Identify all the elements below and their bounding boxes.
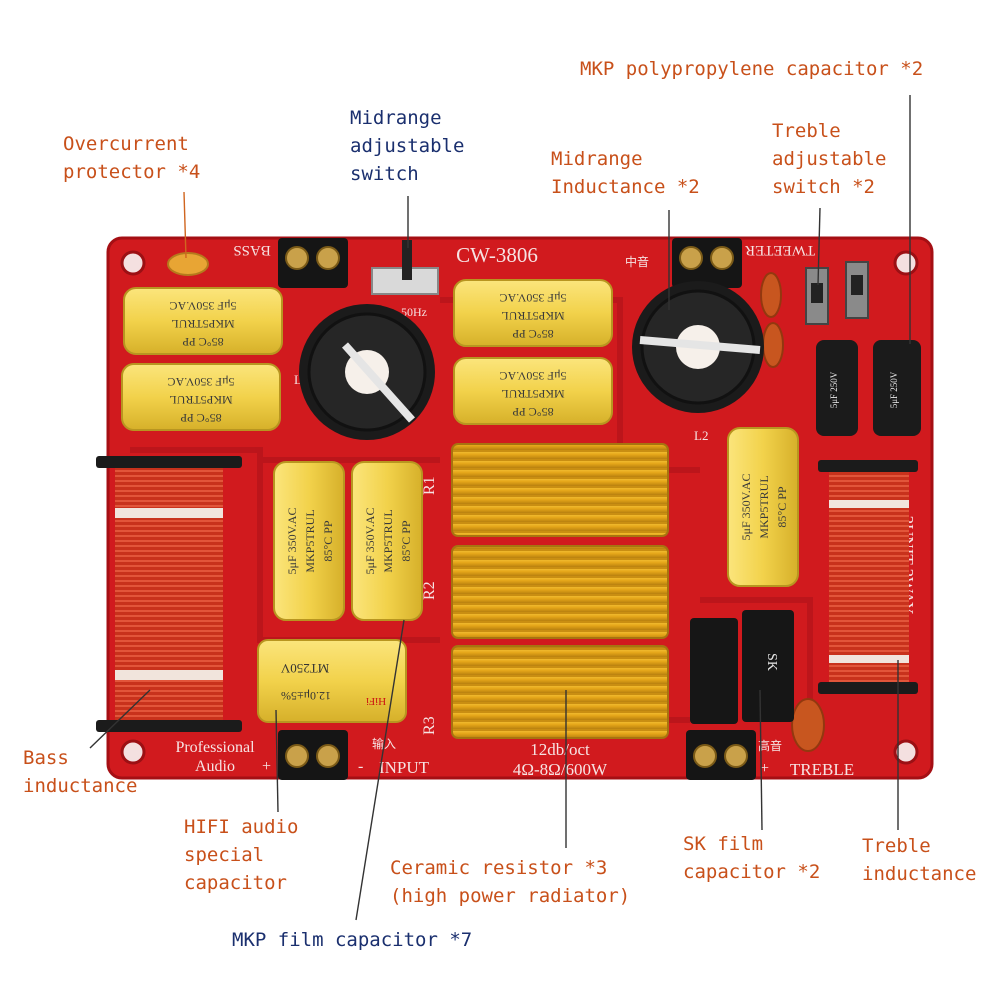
ceramic-resistor-2 (451, 545, 669, 639)
input-minus: - (358, 758, 363, 775)
leader-lines (89, 95, 911, 921)
mkp-polypropylene-capacitors: 5μF 250V 5μF 250V (816, 340, 921, 436)
sk-cap-label: SK (764, 653, 779, 671)
cap-marking: 5μF 350V.AC (739, 474, 753, 541)
hifi-cap-brand: HiFi (366, 695, 386, 707)
mkp-capacitor-v-1: 5μF 350V.AC MKP5TRUL 85°C PP (273, 461, 345, 621)
mounting-holes (120, 250, 919, 765)
r2-label: R2 (421, 581, 438, 600)
midrange-inductor-1 (299, 304, 435, 440)
callout-sk-capacitor: SK film capacitor *2 (683, 833, 821, 883)
hifi-cap-line-1: MT250V (280, 661, 329, 676)
cap-marking: MKP5TRUL (757, 475, 771, 538)
svg-text:5μF 250V: 5μF 250V (829, 371, 839, 408)
treble-label: TREBLE (790, 760, 854, 779)
callout-overcurrent-protector: Overcurrent protector *4 (63, 133, 201, 183)
cap-marking: 85°C PP (321, 520, 335, 561)
mkp-capacitor-h-2: 5μF 350V.AC MKP5TRUL 85°C PP (121, 363, 281, 431)
l2-label: L2 (694, 428, 708, 443)
cap-marking: 5μF 350V.AC (500, 369, 567, 383)
callout-bass-inductance: Bass inductance (23, 747, 138, 797)
mkp-film-capacitors-vertical: 5μF 350V.AC MKP5TRUL 85°C PP 5μF 350V.AC MKP… (273, 427, 799, 621)
cap-marking: MKP5TRUL (169, 393, 232, 407)
cap-marking: 5μF 350V.AC (500, 291, 567, 305)
callout-treble-inductance: Treble inductance (862, 835, 977, 885)
bass-silk-label: BASS (233, 242, 271, 258)
cap-marking: MKP5TRUL (381, 509, 395, 572)
mkp-capacitor-h-3: 5μF 350V.AC MKP5TRUL 85°C PP (453, 279, 613, 347)
svg-text:5μF 250V: 5μF 250V (889, 371, 899, 408)
terminal-treble (686, 730, 756, 780)
overcurrent-protector (167, 252, 209, 276)
mkp-capacitor-h-4: 5μF 350V.AC MKP5TRUL 85°C PP (453, 357, 613, 425)
cap-marking: 85°C PP (399, 520, 413, 561)
callout-midrange-inductance: Midrange Inductance *2 (551, 148, 700, 198)
cap-marking: 85°C PP (512, 405, 553, 419)
ceramic-resistor-1 (451, 443, 669, 537)
model-label: CW-3806 (456, 243, 538, 267)
midrange-inductor-2 (632, 281, 764, 413)
r3-label: R3 (421, 716, 438, 735)
cap-marking: 85°C PP (775, 486, 789, 527)
callout-mkp-film-capacitor: MKP film capacitor *7 (232, 929, 473, 951)
callout-treble-switch: Treble adjustable switch *2 (772, 120, 887, 198)
sk-film-capacitors: SK (690, 610, 794, 724)
input-plus: + (262, 758, 271, 775)
treble-plus: + (760, 760, 769, 777)
hifi-capacitor: MT250V 12.0μ±5% HiFi (257, 639, 407, 723)
cap-marking: 85°C PP (512, 327, 553, 341)
mkp-capacitor-h-1: 5μF 350V.AC MKP5TRUL 85°C PP (123, 287, 283, 355)
cap-marking: 5μF 350V.AC (168, 375, 235, 389)
treble-cn-label: 高音 (758, 738, 782, 753)
cap-marking: 5μF 350V.AC (363, 508, 377, 575)
cap-marking: MKP5TRUL (501, 387, 564, 401)
mid-cn-label: 中音 (625, 254, 649, 269)
cap-marking: MKP5TRUL (501, 309, 564, 323)
midrange-switch (371, 240, 439, 295)
slope-label: 12db/oct (530, 740, 590, 759)
callout-ceramic-resistor: Ceramic resistor *3 (high power radiator… (390, 857, 631, 907)
cap-marking: MKP5TRUL (171, 317, 234, 331)
r1-label: R1 (421, 476, 438, 495)
mkp-film-capacitors-horizontal: 5μF 350V.AC MKP5TRUL 85°C PP 5μF 350V.AC MKP… (121, 279, 613, 431)
tweeter-silk-label: TWEETER (745, 242, 815, 258)
terminal-input (278, 730, 348, 780)
cap-marking: 5μF 350V.AC (170, 299, 237, 313)
hifi-cap-line-2: 12.0μ±5% (281, 689, 331, 703)
treble-inductor (818, 460, 918, 694)
input-label: INPUT (379, 758, 430, 777)
impedance-label: 4Ω-8Ω/600W (513, 760, 608, 779)
callout-hifi-capacitor: HIFI audio special capacitor (184, 816, 299, 894)
callout-midrange-switch: Midrange adjustable switch (350, 107, 465, 185)
audio-label: Audio (195, 758, 235, 775)
callout-mkp-polypropylene: MKP polypropylene capacitor *2 (580, 58, 924, 80)
professional-label: Professional (175, 739, 255, 756)
cap-marking: MKP5TRUL (303, 509, 317, 572)
terminal-bass (278, 238, 348, 288)
cap-marking: 5μF 350V.AC (285, 508, 299, 575)
treble-switches (805, 261, 869, 325)
bass-inductor (96, 456, 242, 732)
terminal-mid (672, 238, 742, 288)
cap-marking: 85°C PP (180, 411, 221, 425)
ceramic-resistor-3 (451, 645, 669, 739)
cap-marking: 85°C PP (182, 335, 223, 349)
mkp-capacitor-v-2: 5μF 350V.AC MKP5TRUL 85°C PP (351, 461, 423, 621)
mkp-capacitor-v-3: 5μF 350V.AC MKP5TRUL 85°C PP (727, 427, 799, 587)
freq-label: 50Hz (401, 305, 427, 319)
